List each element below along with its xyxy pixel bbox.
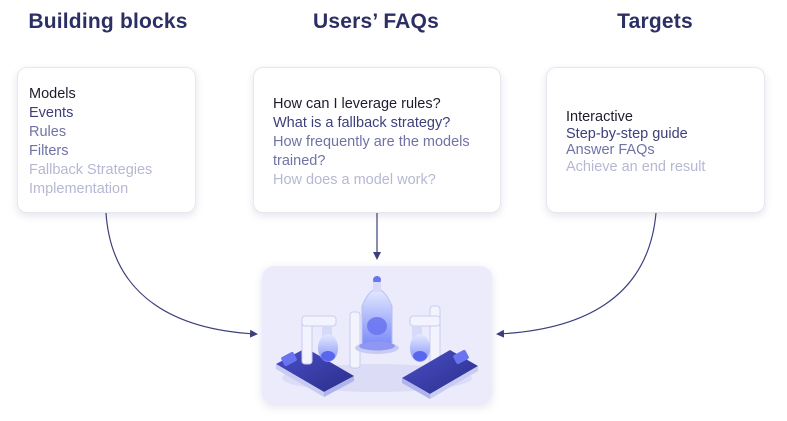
target-item: Answer FAQs [566,142,655,158]
building-block-item: Filters [29,143,69,159]
building-block-item: Fallback Strategies [29,162,153,178]
building-block-item: Models [29,86,76,102]
target-item: Step-by-step guide [566,125,688,142]
users-faqs-card: How can I leverage rules? What is a fall… [253,67,501,213]
factory-machines-illustration [262,266,492,404]
building-block-item: Events [29,105,74,121]
building-block-item: Rules [29,124,67,140]
factory-machines-icon [276,276,478,399]
faq-item: How can I leverage rules? [273,96,441,112]
building-blocks-card: Models Events Rules Filters Fallback Str… [17,67,196,213]
targets-title: Targets [617,10,693,33]
faq-item: How frequently are the models trained? [273,134,470,169]
target-item: Interactive [566,109,633,125]
building-blocks-title: Building blocks [28,10,188,33]
targets-card: Interactive Step-by-step guide Answer FA… [546,67,765,213]
building-block-item: Implementation [29,181,129,197]
target-item: Achieve an end result [566,158,706,175]
users-faqs-title: Users’ FAQs [313,10,439,33]
arrow-right [496,212,657,338]
faq-item: How does a model work? [273,172,436,188]
arrow-left [105,212,258,338]
faq-item: What is a fallback strategy? [273,115,451,131]
